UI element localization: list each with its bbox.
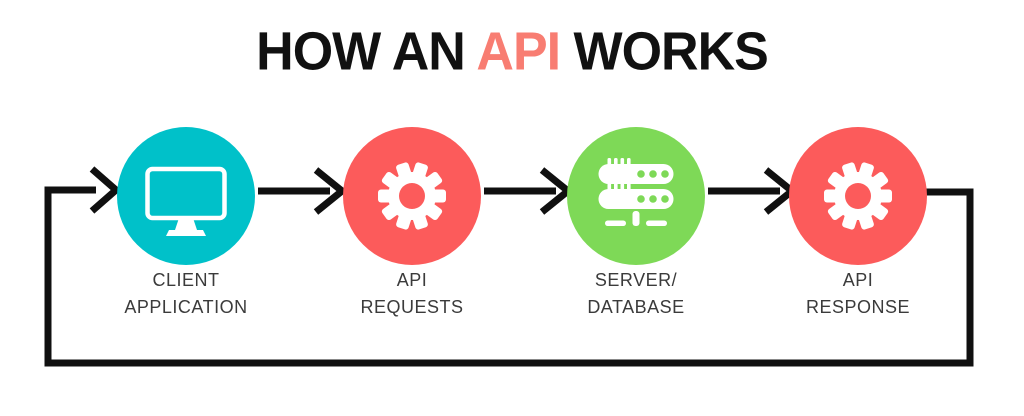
api-response-label: API RESPONSE	[758, 267, 958, 321]
loop-connector-response-to-client	[44, 166, 974, 367]
gear-icon	[824, 162, 892, 230]
label-line-2: RESPONSE	[805, 297, 911, 317]
label-line-2: REQUESTS	[360, 297, 464, 317]
title-accent: API	[476, 21, 561, 83]
arrow-server-to-response	[708, 167, 798, 215]
monitor-icon	[145, 166, 227, 236]
label-line-2: DATABASE	[587, 297, 685, 317]
label-line-1: API	[396, 270, 428, 290]
page-title: HOW AN API WORKS	[0, 21, 1024, 83]
label-line-2: APPLICATION	[124, 297, 248, 317]
label-line-1: API	[842, 270, 874, 290]
title-suffix: WORKS	[560, 21, 769, 83]
arrow-requests-to-server	[484, 167, 574, 215]
client-application-label: CLIENT APPLICATION	[86, 267, 286, 321]
label-line-1: SERVER/	[594, 270, 678, 290]
api-response-circle	[789, 127, 927, 265]
client-application-circle	[117, 127, 255, 265]
api-requests-label: API REQUESTS	[312, 267, 512, 321]
title-prefix: HOW AN	[256, 21, 477, 83]
gear-icon	[378, 162, 446, 230]
server-icon	[598, 158, 674, 226]
label-line-1: CLIENT	[152, 270, 220, 290]
api-requests-circle	[343, 127, 481, 265]
server-database-circle	[567, 127, 705, 265]
server-database-label: SERVER/ DATABASE	[536, 267, 736, 321]
arrow-client-to-requests	[258, 167, 348, 215]
